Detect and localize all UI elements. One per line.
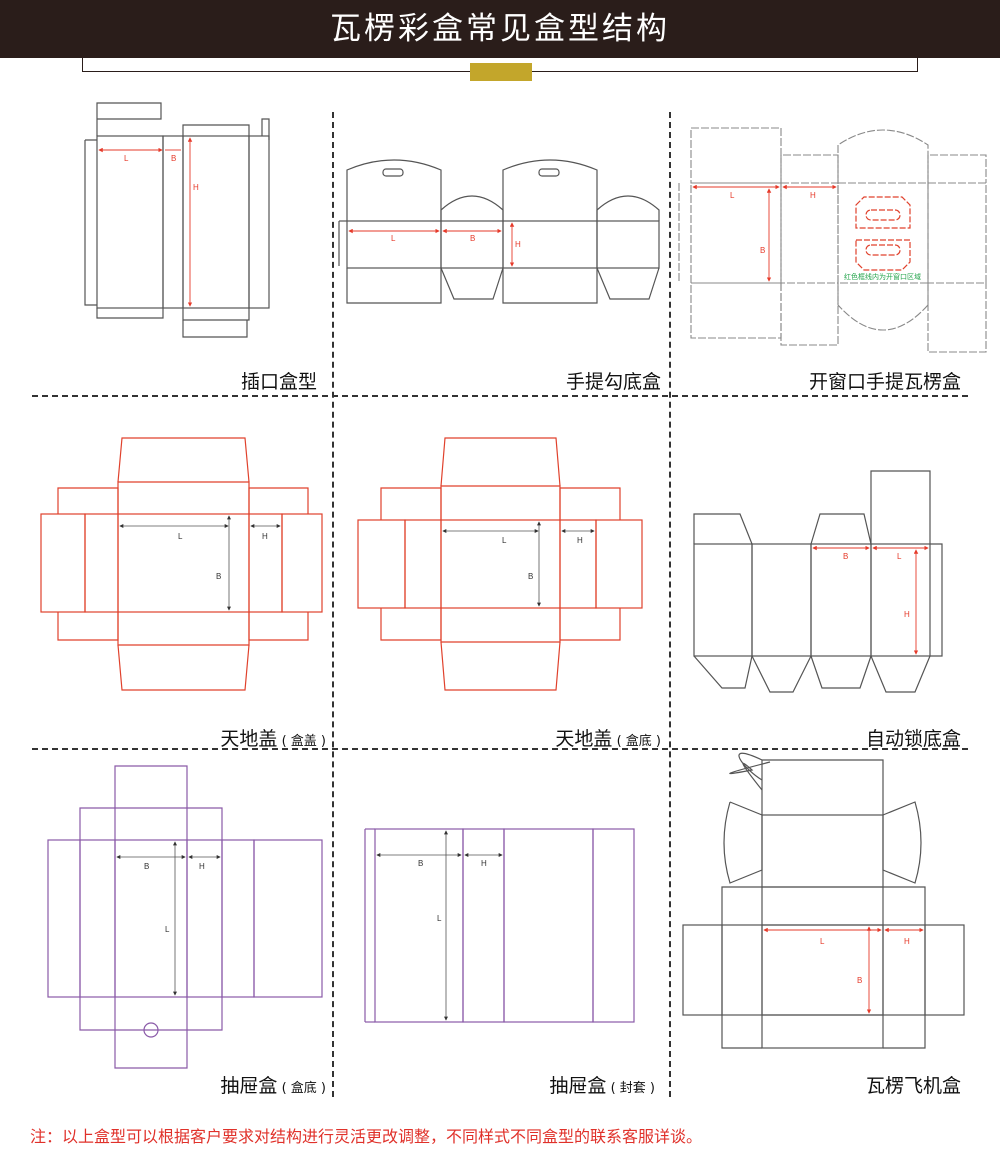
dim-label-H: H <box>515 240 521 249</box>
column-divider <box>332 112 334 1097</box>
row-divider <box>32 395 968 397</box>
dim-label-L: L <box>391 234 396 243</box>
caption-lid: 天地盖 ( 盒盖 ) <box>220 728 326 750</box>
column-divider <box>669 112 671 1097</box>
window-area-label: 红色框线内为开窗口区域 <box>844 272 921 281</box>
dim-label-H: H <box>199 862 205 871</box>
caption-mailer-box: 瓦楞飞机盒 <box>865 1075 961 1097</box>
dieline-tuck-box <box>84 102 270 338</box>
dim-label-L: L <box>437 914 442 923</box>
header-bar <box>0 0 1000 58</box>
dim-label-B: B <box>216 572 221 581</box>
dim-label-B: B <box>470 234 475 243</box>
dieline-mailer-box <box>682 752 965 1049</box>
dim-label-B: B <box>171 154 176 163</box>
dieline-handle-box <box>338 159 660 304</box>
row-divider <box>32 748 968 750</box>
dimension-lines <box>98 137 193 307</box>
dim-label-L: L <box>178 532 183 541</box>
footnote: 注：以上盒型可以根据客户要求对结构进行灵活更改调整，不同样式不同盒型的联系客服详… <box>30 1127 703 1146</box>
caption-drawer-sleeve: 抽屉盒 ( 封套 ) <box>549 1075 655 1097</box>
dim-label-H: H <box>193 183 199 192</box>
dim-label-B: B <box>528 572 533 581</box>
dieline-drawer-sleeve <box>364 828 635 1023</box>
dim-label-B: B <box>843 552 848 561</box>
gold-tab <box>470 63 532 81</box>
dieline-window-box <box>678 127 987 353</box>
caption-tuck-box: 插口盒型 <box>240 371 317 393</box>
caption-autolock-box: 自动锁底盒 <box>865 728 961 750</box>
dim-label-L: L <box>165 925 170 934</box>
dim-label-H: H <box>262 532 268 541</box>
dim-label-H: H <box>481 859 487 868</box>
dim-label-H: H <box>904 937 910 946</box>
dieline-base <box>357 437 643 691</box>
dim-label-L: L <box>820 937 825 946</box>
dieline-autolock-box <box>693 470 943 693</box>
caption-drawer-base: 抽屉盒 ( 盒底 ) <box>220 1075 326 1097</box>
dim-label-L: L <box>502 536 507 545</box>
dim-label-B: B <box>760 246 765 255</box>
dim-label-H: H <box>904 610 910 619</box>
dim-label-L: L <box>897 552 902 561</box>
dim-label-L: L <box>730 191 735 200</box>
caption-base: 天地盖 ( 盒底 ) <box>555 728 661 750</box>
dim-label-B: B <box>418 859 423 868</box>
caption-handle-box: 手提勾底盒 <box>565 371 661 393</box>
dim-label-H: H <box>810 191 816 200</box>
dieline-drawer-base <box>47 765 323 1069</box>
window-cutout <box>855 196 911 271</box>
dieline-lid <box>40 437 323 691</box>
dim-label-B: B <box>857 976 862 985</box>
dim-label-L: L <box>124 154 129 163</box>
dim-label-H: H <box>577 536 583 545</box>
dim-label-B: B <box>144 862 149 871</box>
page-title: 瓦楞彩盒常见盒型结构 <box>330 11 670 47</box>
caption-window-box: 开窗口手提瓦楞盒 <box>808 371 961 393</box>
